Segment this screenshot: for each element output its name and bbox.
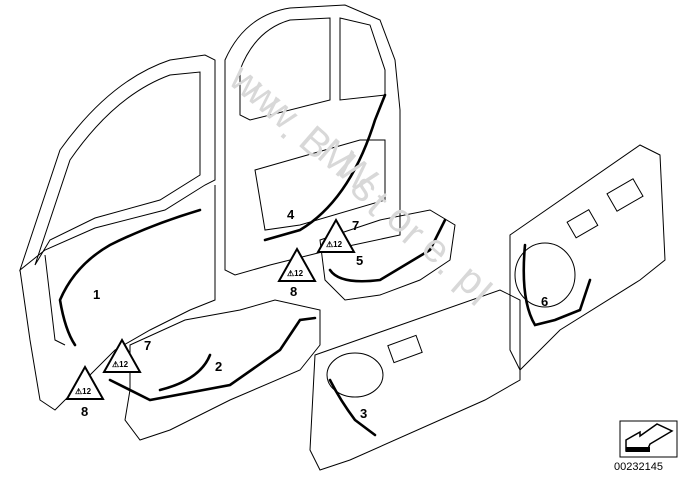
front-moisture-barrier (124, 299, 321, 441)
svg-text:⚠12: ⚠12 (326, 240, 343, 249)
callout-2: 2 (215, 359, 223, 374)
callout-4: 4 (287, 207, 295, 222)
warning-label-7a: ⚠12 (102, 337, 142, 373)
warning-label-8a: ⚠12 (65, 364, 105, 400)
front-door-outline (18, 54, 216, 411)
diagram-code: 00232145 (614, 461, 663, 473)
callout-1: 1 (93, 287, 101, 302)
svg-text:⚠12: ⚠12 (112, 360, 129, 369)
rear-moisture-barrier (319, 209, 456, 301)
callout-7a: 7 (144, 338, 152, 353)
svg-text:⚠12: ⚠12 (75, 387, 92, 396)
svg-text:⚠12: ⚠12 (287, 269, 304, 278)
warning-label-8b: ⚠12 (277, 246, 317, 282)
warning-label-7b: ⚠12 (316, 217, 356, 253)
rear-door-outline (224, 4, 401, 276)
callout-7b: 7 (352, 218, 360, 233)
front-door-trim-panel (309, 289, 521, 471)
wiring-harnesses (58, 93, 592, 437)
callout-5: 5 (356, 253, 364, 268)
callout-3: 3 (360, 406, 368, 421)
callout-8b: 8 (290, 284, 298, 299)
orientation-arrow-icon (619, 420, 678, 458)
callout-6: 6 (541, 294, 549, 309)
callout-8a: 8 (81, 404, 89, 419)
rear-door-trim-panel (509, 144, 666, 371)
warning-label-triangles: ⚠12 ⚠12 ⚠12 ⚠12 (65, 217, 356, 400)
